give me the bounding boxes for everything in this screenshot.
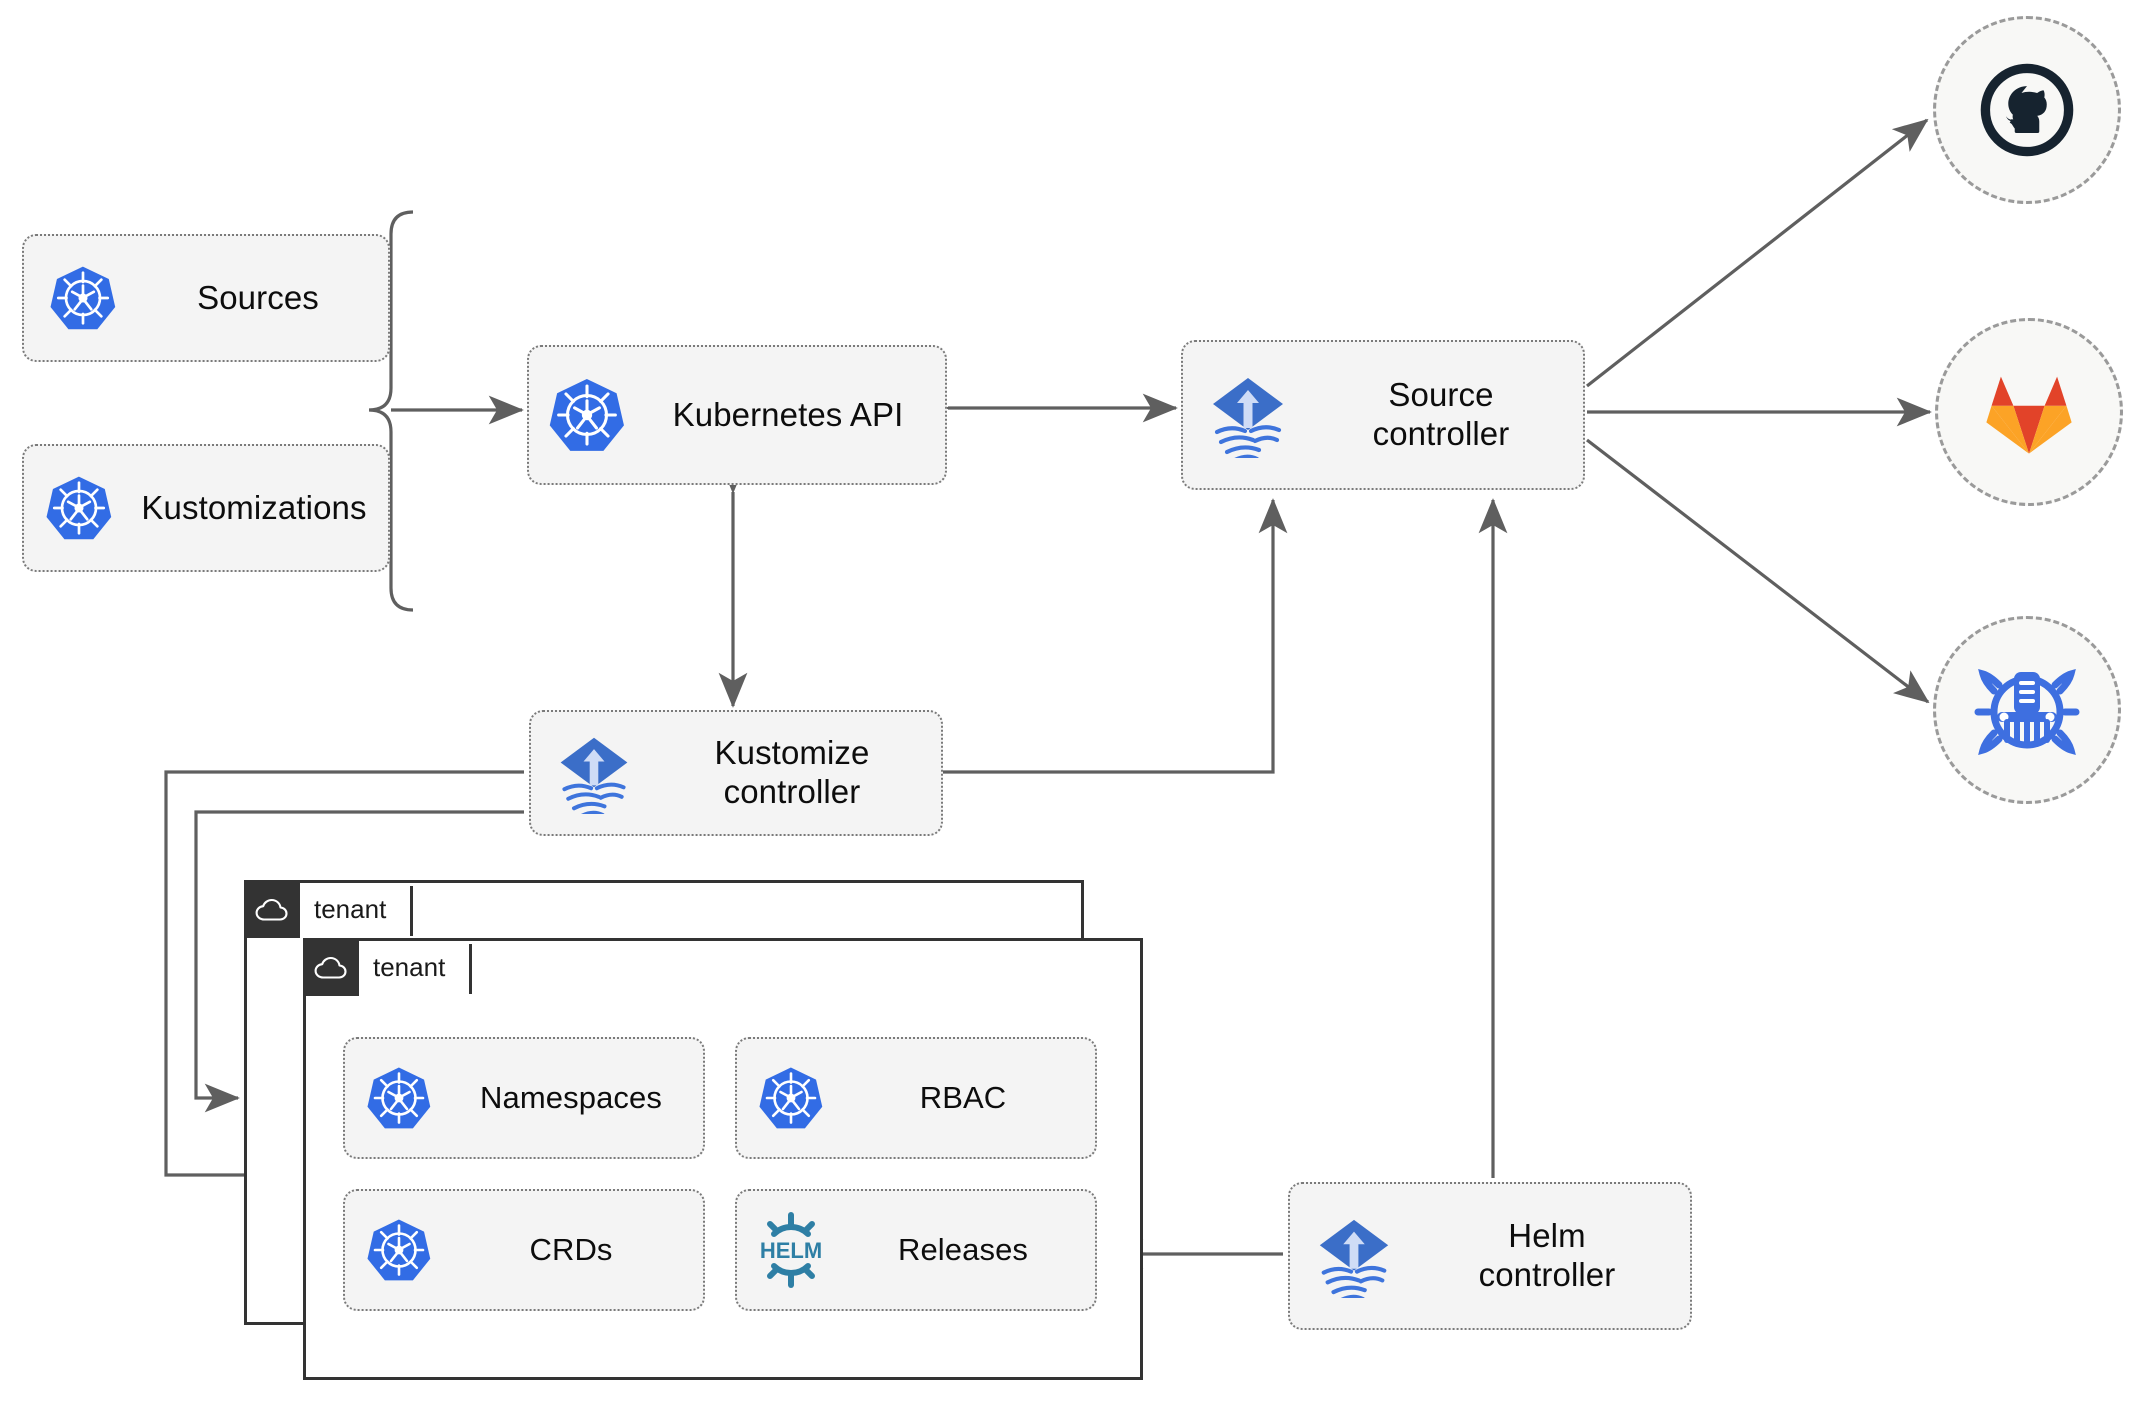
node-helm-controller-label: Helm controller [1478,1217,1616,1293]
edge-kustomizectrl-sourcectrl [942,498,1288,774]
node-kustomize-controller-label: Kustomize controller [714,734,870,810]
gitlab-icon [1986,376,2072,454]
flux-icon [531,732,657,814]
flux-icon [1183,372,1313,458]
node-kustomize-controller[interactable]: Kustomize controller [529,710,943,836]
tenant-back-label: tenant [314,894,387,924]
circle-github[interactable] [1933,16,2121,204]
edge-sourcectrl-harbor [1586,438,1930,704]
node-source-controller[interactable]: Source controller [1181,340,1585,490]
tenant-panel-front: tenant [303,938,1143,1380]
node-crds-label: CRDs [529,1231,613,1267]
harbor-icon [1974,668,2080,756]
node-rbac[interactable]: RBAC [735,1037,1097,1159]
tenant-back-tab: tenant [244,880,414,938]
node-namespaces-label: Namespaces [480,1079,662,1115]
edge-kustomizectrl-tenant-back [164,770,524,1190]
kubernetes-icon [24,474,134,542]
kubernetes-icon [24,264,142,332]
node-releases[interactable]: HELM Releases [735,1189,1097,1311]
github-icon [1980,63,2074,157]
edge-kustomizectrl-tenant-front [194,810,524,1113]
kubernetes-icon [737,1065,845,1131]
flux-icon [1290,1214,1418,1298]
node-kubernetes-api[interactable]: Kubernetes API [527,345,947,485]
node-rbac-label: RBAC [919,1079,1007,1115]
cloud-icon [303,939,359,996]
edge-brace [368,210,414,612]
node-crds[interactable]: CRDs [343,1189,705,1311]
node-namespaces[interactable]: Namespaces [343,1037,705,1159]
tenant-front-tab: tenant [303,938,473,996]
kubernetes-icon [345,1217,453,1283]
kubernetes-icon [529,376,645,454]
node-kustomizations-label: Kustomizations [141,488,367,526]
node-kustomizations[interactable]: Kustomizations [22,444,390,572]
kubernetes-icon [345,1065,453,1131]
cloud-icon [244,881,300,938]
svg-text:HELM: HELM [760,1238,822,1263]
node-kubernetes-api-label: Kubernetes API [672,395,904,433]
node-sources-label: Sources [197,278,319,316]
helm-icon: HELM [737,1211,845,1289]
edge-sourcectrl-github [1586,118,1929,388]
tenant-front-label: tenant [373,952,446,982]
circle-gitlab[interactable] [1935,318,2123,506]
node-sources[interactable]: Sources [22,234,390,362]
node-releases-label: Releases [897,1231,1029,1267]
node-helm-controller[interactable]: Helm controller [1288,1182,1692,1330]
node-source-controller-label: Source controller [1372,376,1510,452]
circle-harbor[interactable] [1933,616,2121,804]
